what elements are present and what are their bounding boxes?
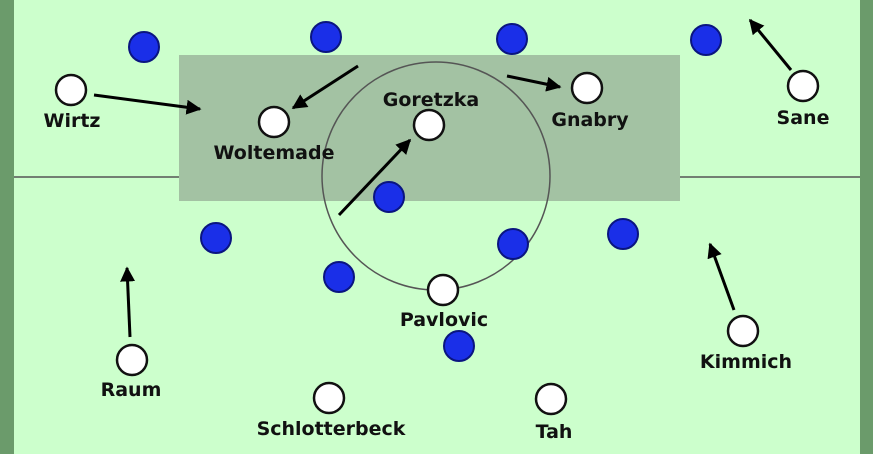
player-kimmich	[726, 314, 760, 348]
label-wirtz: Wirtz	[44, 110, 101, 132]
player-schlotterbeck	[312, 381, 346, 415]
player-tah	[534, 382, 568, 416]
opponent-marker	[690, 24, 722, 56]
player-gnabry	[570, 71, 604, 105]
label-woltemade: Woltemade	[214, 142, 335, 164]
opponent-marker	[496, 23, 528, 55]
player-wirtz	[54, 73, 88, 107]
opponent-marker	[323, 261, 355, 293]
opponent-markers	[128, 21, 722, 362]
arrow-goretzka	[337, 138, 412, 217]
label-tah: Tah	[536, 421, 573, 443]
player-raum	[115, 343, 149, 377]
player-sane	[786, 69, 820, 103]
player-goretzka	[412, 108, 446, 142]
arrow-raum	[120, 266, 136, 338]
opponent-marker	[443, 330, 475, 362]
label-pavlovic: Pavlovic	[400, 309, 488, 331]
label-kimmich: Kimmich	[700, 351, 792, 373]
arrow-wirtz	[93, 93, 202, 115]
label-gnabry: Gnabry	[551, 109, 629, 131]
movement-arrows	[93, 18, 793, 338]
opponent-marker	[373, 181, 405, 213]
player-woltemade	[257, 105, 291, 139]
player-pavlovic	[426, 273, 460, 307]
label-goretzka: Goretzka	[383, 89, 480, 111]
opponent-marker	[200, 222, 232, 254]
label-sane: Sane	[777, 107, 830, 129]
label-schlotterbeck: Schlotterbeck	[257, 418, 406, 440]
arrow-kimmich	[707, 242, 736, 311]
player-labels: Wirtz Woltemade Goretzka Gnabry Sane Pav…	[44, 89, 830, 443]
opponent-marker	[607, 218, 639, 250]
arrow-woltemade	[291, 64, 359, 110]
player-markers	[54, 69, 820, 416]
label-raum: Raum	[101, 379, 162, 401]
opponent-marker	[310, 21, 342, 53]
opponent-marker	[497, 228, 529, 260]
arrow-gnabry	[506, 74, 562, 92]
opponent-marker	[128, 31, 160, 63]
arrow-sane	[748, 18, 793, 71]
